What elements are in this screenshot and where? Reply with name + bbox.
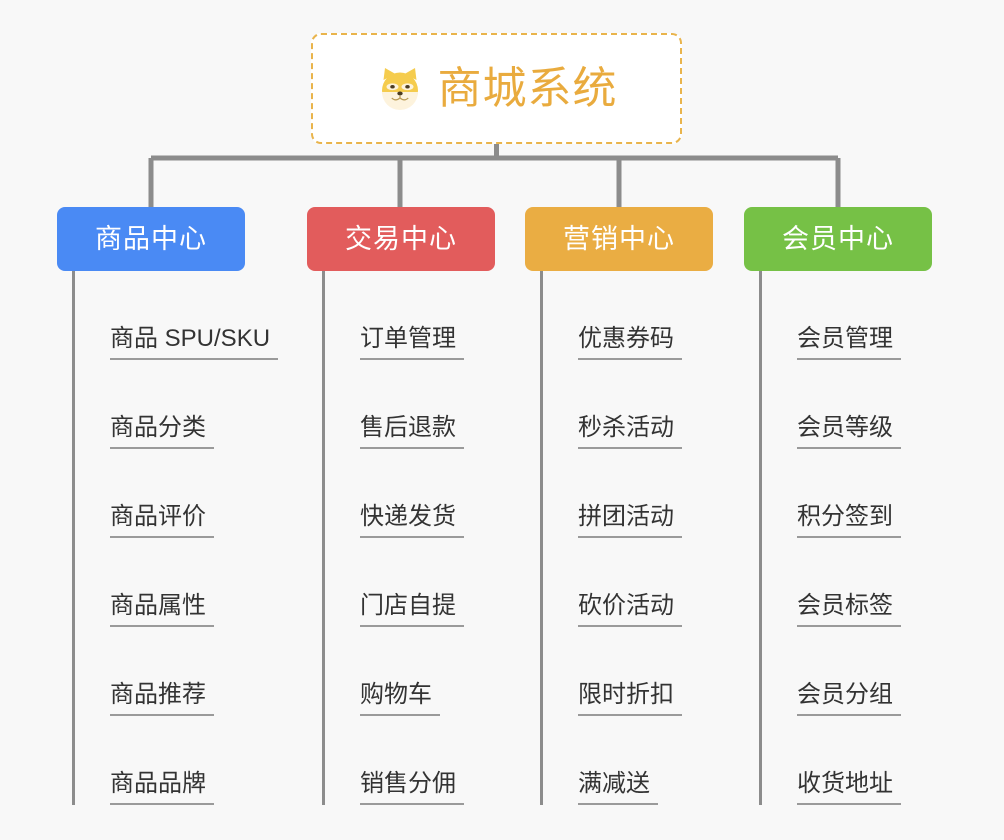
list-item[interactable]: 商品 SPU/SKU	[75, 271, 279, 360]
list-item[interactable]: 拼团活动	[543, 449, 713, 538]
list-item[interactable]: 限时折扣	[543, 627, 713, 716]
list-item-label: 销售分佣	[360, 770, 464, 805]
list-item-label: 收货地址	[797, 770, 901, 805]
branch-header-member[interactable]: 会员中心	[744, 207, 932, 271]
list-item-label: 拼团活动	[578, 503, 682, 538]
list-item[interactable]: 商品分类	[75, 360, 245, 449]
list-item[interactable]: 收货地址	[762, 716, 932, 805]
list-item-label: 商品推荐	[110, 681, 214, 716]
list-item-label: 会员等级	[797, 414, 901, 449]
list-item-label: 商品品牌	[110, 770, 214, 805]
branch-header-product[interactable]: 商品中心	[57, 207, 245, 271]
branch-column-marketing: 营销中心 优惠券码 秒杀活动 拼团活动 砍价活动 限时折扣 满减送	[525, 207, 713, 805]
list-item-label: 优惠券码	[578, 325, 682, 360]
list-item[interactable]: 会员分组	[762, 627, 932, 716]
root-title: 商城系统	[437, 63, 618, 113]
shiba-dog-icon	[381, 67, 418, 110]
list-item[interactable]: 商品推荐	[75, 627, 245, 716]
branch-item-list-product: 商品 SPU/SKU 商品分类 商品评价 商品属性 商品推荐 商品品牌	[72, 271, 279, 805]
list-item[interactable]: 快递发货	[325, 449, 495, 538]
list-item-label: 积分签到	[797, 503, 901, 538]
list-item-label: 会员标签	[797, 592, 901, 627]
list-item-label: 购物车	[360, 681, 440, 716]
list-item-label: 砍价活动	[578, 592, 682, 627]
list-item-label: 商品分类	[110, 414, 214, 449]
branch-item-list-trade: 订单管理 售后退款 快递发货 门店自提 购物车 销售分佣	[322, 271, 495, 805]
branch-item-list-member: 会员管理 会员等级 积分签到 会员标签 会员分组 收货地址	[759, 271, 932, 805]
list-item[interactable]: 会员标签	[762, 538, 932, 627]
list-item-label: 商品评价	[110, 503, 214, 538]
list-item[interactable]: 订单管理	[325, 271, 495, 360]
branch-column-trade: 交易中心 订单管理 售后退款 快递发货 门店自提 购物车 销售分佣	[307, 207, 495, 805]
list-item[interactable]: 会员等级	[762, 360, 932, 449]
list-item[interactable]: 商品评价	[75, 449, 245, 538]
list-item[interactable]: 会员管理	[762, 271, 932, 360]
list-item[interactable]: 商品品牌	[75, 716, 245, 805]
list-item[interactable]: 销售分佣	[325, 716, 495, 805]
list-item-label: 满减送	[578, 770, 658, 805]
list-item-label: 秒杀活动	[578, 414, 682, 449]
branch-header-marketing[interactable]: 营销中心	[525, 207, 713, 271]
list-item[interactable]: 砍价活动	[543, 538, 713, 627]
list-item-label: 商品属性	[110, 592, 214, 627]
branch-column-product: 商品中心 商品 SPU/SKU 商品分类 商品评价 商品属性 商品推荐 商品品牌	[57, 207, 279, 805]
list-item-label: 门店自提	[360, 592, 464, 627]
list-item[interactable]: 售后退款	[325, 360, 495, 449]
list-item-label: 限时折扣	[578, 681, 682, 716]
list-item-label: 会员管理	[797, 325, 901, 360]
list-item[interactable]: 优惠券码	[543, 271, 713, 360]
list-item[interactable]: 商品属性	[75, 538, 245, 627]
list-item-label: 售后退款	[360, 414, 464, 449]
list-item[interactable]: 门店自提	[325, 538, 495, 627]
list-item[interactable]: 积分签到	[762, 449, 932, 538]
list-item-label: 会员分组	[797, 681, 901, 716]
list-item[interactable]: 秒杀活动	[543, 360, 713, 449]
list-item-label: 商品 SPU/SKU	[110, 325, 279, 360]
list-item-label: 订单管理	[360, 325, 464, 360]
list-item[interactable]: 购物车	[325, 627, 495, 716]
list-item[interactable]: 满减送	[543, 716, 713, 805]
root-node[interactable]: 商城系统	[311, 33, 682, 144]
branch-item-list-marketing: 优惠券码 秒杀活动 拼团活动 砍价活动 限时折扣 满减送	[540, 271, 713, 805]
branch-column-member: 会员中心 会员管理 会员等级 积分签到 会员标签 会员分组 收货地址	[744, 207, 932, 805]
branch-header-trade[interactable]: 交易中心	[307, 207, 495, 271]
list-item-label: 快递发货	[360, 503, 464, 538]
